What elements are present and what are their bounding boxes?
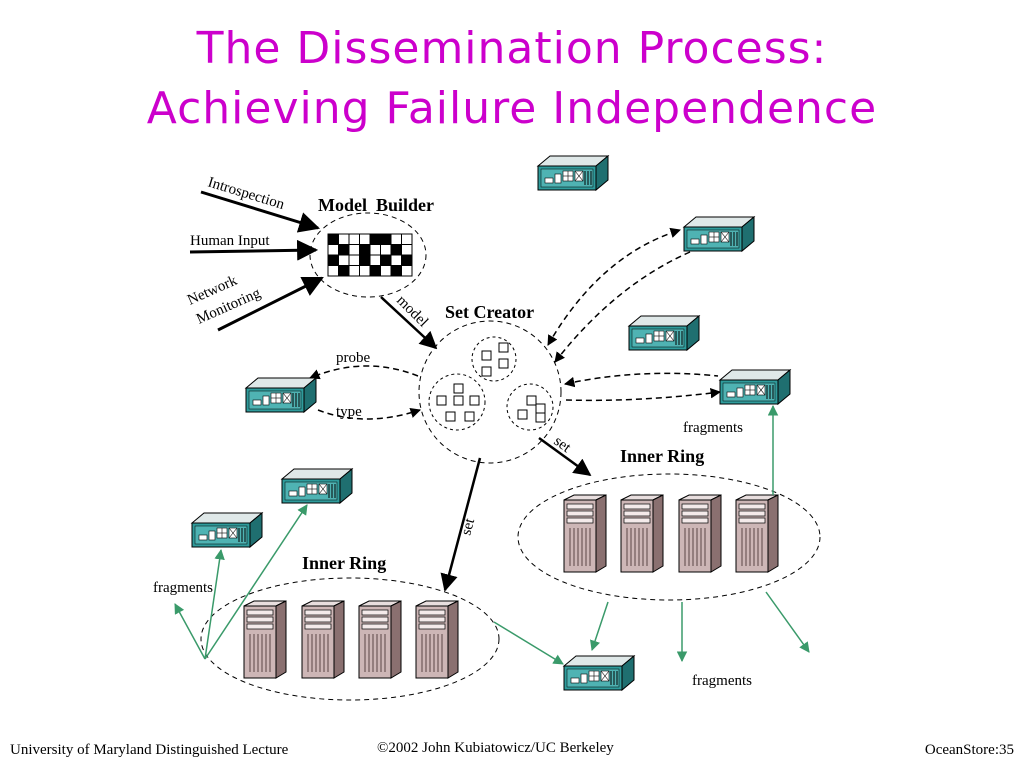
set-creator-circle: [418, 320, 562, 464]
slide-title-line-1: The Dissemination Process:: [196, 23, 828, 74]
grid-cell: [401, 244, 413, 256]
probe-arc-upper-outer: [547, 227, 682, 346]
grid-cell: [348, 244, 360, 256]
grid-cell: [380, 265, 392, 277]
grid-cell: [327, 233, 339, 245]
ring-right-tower-4: [735, 494, 779, 573]
set-cluster-1: [471, 336, 517, 382]
type-arrow: [317, 407, 421, 420]
server-left-lower: [191, 512, 263, 548]
ring-left-tower-4: [415, 600, 459, 679]
server-left-upper: [281, 468, 353, 504]
inner-ring-left-ellipse: [200, 577, 500, 701]
grid-cell: [390, 233, 402, 245]
grid-cell: [401, 254, 413, 266]
grid-cell: [348, 254, 360, 266]
grid-cell: [348, 265, 360, 277]
introspection-arrow: [200, 190, 321, 233]
grid-cell: [380, 244, 392, 256]
grid-cell: [401, 265, 413, 277]
grid-cell: [369, 254, 381, 266]
grid-cell: [369, 265, 381, 277]
grid-cell: [380, 254, 392, 266]
ring-left-tower-3: [358, 600, 402, 679]
model-arrow: [380, 296, 438, 350]
grid-cell: [359, 233, 371, 245]
grid-cell: [390, 265, 402, 277]
grid-cell: [359, 265, 371, 277]
human-input-label: Human Input: [190, 233, 270, 249]
fragments-label-bottom: fragments: [692, 673, 752, 689]
inner-ring-left-label: Inner Ring: [302, 553, 386, 573]
grid-cell: [359, 244, 371, 256]
grid-cell: [327, 254, 339, 266]
model-builder-label: Model Builder: [318, 195, 434, 215]
slide-title-line-2: Achieving Failure Independence: [146, 83, 878, 134]
grid-cell: [390, 254, 402, 266]
set-arrow-right-label: set: [551, 433, 575, 456]
set-arrow-down: [440, 457, 482, 592]
server-upper-right: [683, 216, 755, 252]
probe-arc-upper-inner: [554, 251, 691, 363]
set-creator-label: Set Creator: [445, 302, 534, 322]
probe-label: probe: [336, 350, 370, 366]
server-bottom: [563, 655, 635, 691]
network-monitoring-arrow: [217, 276, 324, 332]
probe-arrow: [309, 365, 419, 380]
inner-ring-right-ellipse: [517, 473, 821, 601]
footer-left: University of Maryland Distinguished Lec…: [10, 742, 289, 758]
grid-cell: [327, 265, 339, 277]
grid-cell: [359, 254, 371, 266]
grid-cell: [338, 265, 350, 277]
set-cluster-3: [506, 383, 554, 431]
model-grid: [327, 233, 413, 277]
server-top: [537, 155, 609, 191]
grid-cell: [338, 254, 350, 266]
fragments-label-right: fragments: [683, 420, 743, 436]
ring-right-tower-2: [620, 494, 664, 573]
server-left-probe: [245, 377, 317, 413]
footer-right: OceanStore:35: [924, 742, 1014, 758]
probe-arc-right-top: [563, 372, 719, 388]
grid-cell: [401, 233, 413, 245]
set-arrow-down-label: set: [458, 516, 478, 537]
grid-cell: [380, 233, 392, 245]
grid-cell: [390, 244, 402, 256]
server-middle-right: [628, 315, 700, 351]
grid-cell: [338, 244, 350, 256]
grid-cell: [348, 233, 360, 245]
type-label: type: [336, 404, 362, 420]
set-cluster-2: [428, 373, 486, 431]
inner-ring-right-label: Inner Ring: [620, 446, 704, 466]
ring-left-tower-1: [243, 600, 287, 679]
grid-cell: [369, 233, 381, 245]
grid-cell: [369, 244, 381, 256]
probe-arc-right-bottom: [565, 387, 722, 402]
server-right: [719, 369, 791, 405]
set-arrow-right: [538, 436, 592, 477]
ring-left-tower-2: [301, 600, 345, 679]
human-input-arrow: [189, 239, 319, 261]
fragments-label-left: fragments: [153, 580, 213, 596]
fragment-arrows: [174, 404, 810, 665]
grid-cell: [338, 233, 350, 245]
footer-center: ©2002 John Kubiatowicz/UC Berkeley: [377, 740, 614, 756]
ring-right-tower-3: [678, 494, 722, 573]
grid-cell: [327, 244, 339, 256]
set-member-squares: [436, 342, 546, 423]
ring-right-tower-1: [563, 494, 607, 573]
